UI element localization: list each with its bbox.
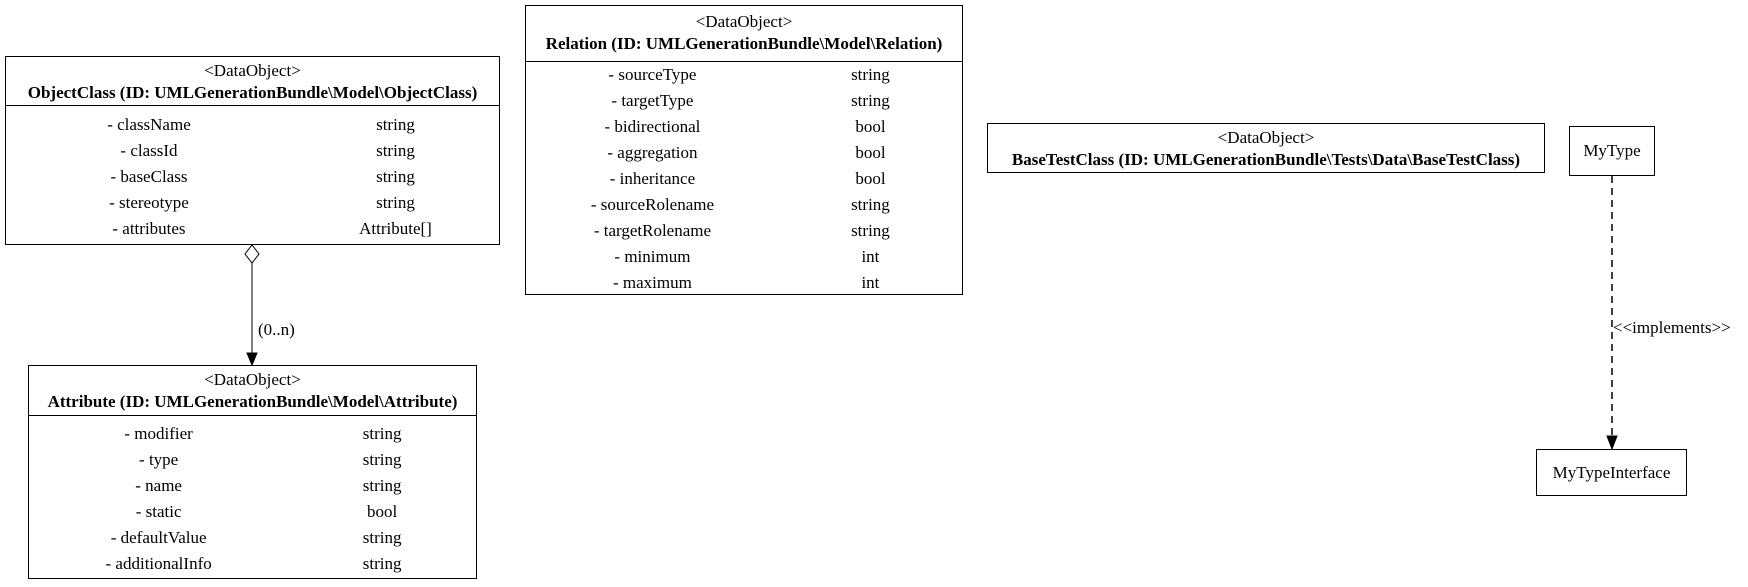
attribute-row: - type string xyxy=(29,447,476,473)
class-title: ObjectClass (ID: UMLGenerationBundle\Mod… xyxy=(27,83,478,102)
attribute-type: bool xyxy=(855,117,886,136)
stereotype-label: <DataObject> xyxy=(695,12,793,31)
attribute-row: - defaultValue string xyxy=(29,525,476,551)
attribute-type: string xyxy=(851,91,890,110)
class-header-relation: <DataObject> Relation (ID: UMLGeneration… xyxy=(526,6,962,62)
class-node-objectclass: <DataObject> ObjectClass (ID: UMLGenerat… xyxy=(5,56,500,245)
attribute-name: - maximum xyxy=(613,273,692,292)
attribute-row: - targetRolename string xyxy=(526,218,962,244)
attribute-name: - baseClass xyxy=(110,167,188,186)
attribute-type: string xyxy=(851,195,890,214)
attribute-name: - inheritance xyxy=(609,169,696,188)
class-title: BaseTestClass (ID: UMLGenerationBundle\T… xyxy=(1011,150,1521,169)
attribute-type: string xyxy=(376,167,415,186)
attribute-row: - className string xyxy=(6,112,499,138)
stereotype-label: <DataObject> xyxy=(204,61,301,80)
implements-edge xyxy=(1606,176,1618,451)
attribute-row: - baseClass string xyxy=(6,164,499,190)
attribute-type: string xyxy=(376,141,415,160)
class-header-objectclass: <DataObject> ObjectClass (ID: UMLGenerat… xyxy=(6,57,499,106)
attribute-type: string xyxy=(362,476,402,495)
class-node-mytypeinterface: MyTypeInterface xyxy=(1536,449,1687,496)
attribute-row: - sourceType string xyxy=(526,62,962,88)
attribute-row: - additionalInfo string xyxy=(29,551,476,577)
attribute-row: - maximum int xyxy=(526,270,962,296)
attribute-row: - minimum int xyxy=(526,244,962,270)
attribute-name: - stereotype xyxy=(109,193,189,212)
class-title: Attribute (ID: UMLGenerationBundle\Model… xyxy=(47,392,458,411)
attribute-name: - sourceType xyxy=(608,65,697,84)
class-header-attribute: <DataObject> Attribute (ID: UMLGeneratio… xyxy=(29,366,476,416)
class-node-attribute: <DataObject> Attribute (ID: UMLGeneratio… xyxy=(28,365,477,579)
attribute-type: string xyxy=(851,221,890,240)
attribute-type: bool xyxy=(855,169,886,188)
attribute-row: - targetType string xyxy=(526,88,962,114)
attribute-name: - targetType xyxy=(611,91,694,110)
attribute-row: - stereotype string xyxy=(6,190,499,216)
attribute-list-attribute: - modifier string - type string - name s… xyxy=(29,416,476,577)
class-node-mytype: MyType xyxy=(1569,126,1655,176)
attribute-type: string xyxy=(851,65,890,84)
attribute-row: - aggregation bool xyxy=(526,140,962,166)
attribute-name: - bidirectional xyxy=(604,117,701,136)
attribute-row: - classId string xyxy=(6,138,499,164)
attribute-name: - static xyxy=(135,502,182,521)
attribute-name: - minimum xyxy=(614,247,691,266)
attribute-name: - modifier xyxy=(124,424,193,443)
attribute-name: - type xyxy=(139,450,179,469)
attribute-type: bool xyxy=(367,502,398,521)
attribute-type: int xyxy=(861,247,880,266)
attribute-row: - static bool xyxy=(29,499,476,525)
class-header-basetestclass: <DataObject> BaseTestClass (ID: UMLGener… xyxy=(988,124,1544,172)
attribute-name: - className xyxy=(107,115,191,134)
attribute-row: - modifier string xyxy=(29,421,476,447)
aggregation-edge xyxy=(244,244,260,367)
attribute-type: int xyxy=(861,273,880,292)
attribute-row: - attributes Attribute[] xyxy=(6,216,499,242)
attribute-type: Attribute[] xyxy=(359,219,432,238)
class-node-basetestclass: <DataObject> BaseTestClass (ID: UMLGener… xyxy=(987,123,1545,173)
aggregation-diamond-icon xyxy=(244,244,260,264)
attribute-type: string xyxy=(376,193,415,212)
attribute-row: - sourceRolename string xyxy=(526,192,962,218)
attribute-name: - aggregation xyxy=(607,143,698,162)
aggregation-arrowhead-icon xyxy=(246,352,258,367)
class-title: MyTypeInterface xyxy=(1552,462,1671,482)
attribute-name: - name xyxy=(135,476,182,495)
class-title: Relation (ID: UMLGenerationBundle\Model\… xyxy=(545,34,943,53)
implements-edge-label: <<implements>> xyxy=(1613,318,1731,337)
attribute-list-objectclass: - className string - classId string - ba… xyxy=(6,106,499,242)
stereotype-label: <DataObject> xyxy=(1217,128,1315,147)
aggregation-multiplicity-label: (0..n) xyxy=(258,320,295,339)
attribute-type: string xyxy=(362,528,402,547)
attribute-type: string xyxy=(362,554,402,573)
attribute-name: - targetRolename xyxy=(593,221,712,240)
attribute-name: - sourceRolename xyxy=(590,195,715,214)
attribute-type: string xyxy=(362,424,402,443)
attribute-type: bool xyxy=(855,143,886,162)
attribute-name: - additionalInfo xyxy=(105,554,212,573)
attribute-list-relation: - sourceType string - targetType string … xyxy=(526,62,962,296)
attribute-name: - defaultValue xyxy=(110,528,207,547)
attribute-row: - name string xyxy=(29,473,476,499)
attribute-row: - bidirectional bool xyxy=(526,114,962,140)
attribute-type: string xyxy=(376,115,415,134)
class-node-relation: <DataObject> Relation (ID: UMLGeneration… xyxy=(525,5,963,295)
attribute-row: - inheritance bool xyxy=(526,166,962,192)
stereotype-label: <DataObject> xyxy=(204,370,301,389)
implements-arrowhead-icon xyxy=(1606,435,1618,451)
class-title: MyType xyxy=(1583,141,1641,160)
attribute-name: - classId xyxy=(120,141,178,160)
attribute-name: - attributes xyxy=(112,219,186,238)
attribute-type: string xyxy=(362,450,402,469)
